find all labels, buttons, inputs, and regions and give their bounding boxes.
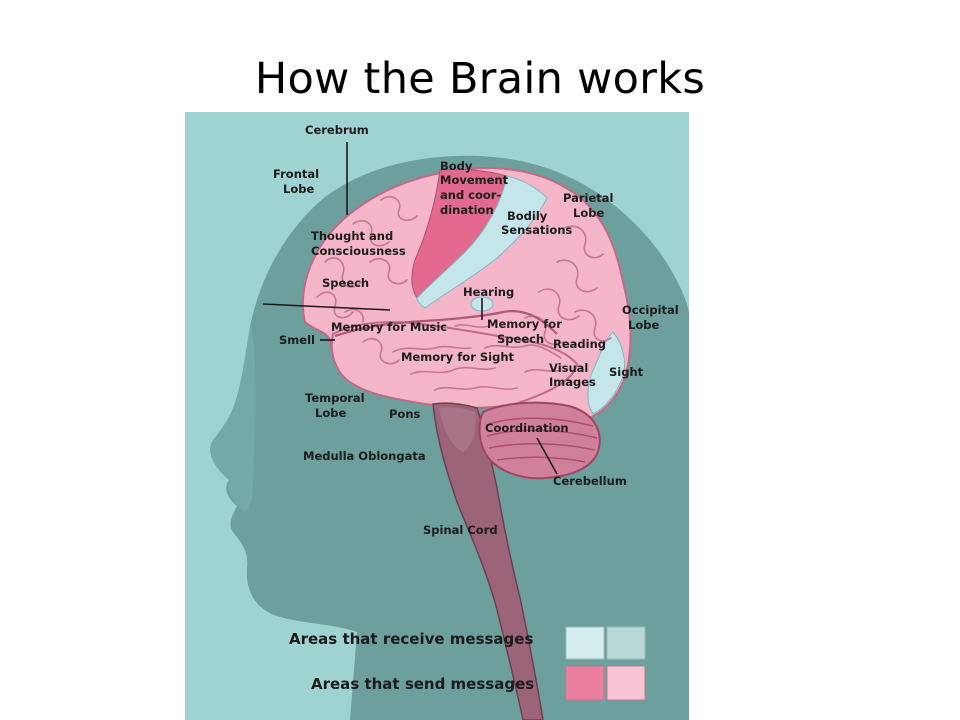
face-shade (210, 322, 256, 512)
label-hearing: Hearing (463, 285, 514, 299)
legend-receive-swatch-1 (565, 626, 605, 660)
label-temporal-lobe-1: Temporal (305, 391, 365, 405)
brain-diagram: Cerebrum Frontal Lobe Body Movement and … (185, 112, 689, 720)
label-visual-images-2: Images (549, 375, 596, 389)
legend-send-swatch-1 (565, 665, 605, 701)
legend: Areas that receive messages Areas that s… (289, 626, 646, 701)
brain-illustration: Cerebrum Frontal Lobe Body Movement and … (210, 123, 689, 720)
label-body-movement-3: and coor- (440, 188, 501, 202)
label-occipital-lobe-2: Lobe (628, 318, 659, 332)
label-bodily-sensations-1: Bodily (507, 209, 548, 223)
cerebellum-folia (486, 417, 598, 463)
legend-receive-label: Areas that receive messages (289, 630, 533, 648)
frontal-horizontal-line (262, 303, 391, 311)
label-cerebellum: Cerebellum (553, 474, 627, 488)
label-sight: Sight (609, 365, 644, 379)
label-memory-music: Memory for Music (331, 320, 447, 334)
cerebellum-leader (536, 437, 558, 475)
label-thought-2: Consciousness (311, 244, 406, 258)
label-medulla: Medulla Oblongata (303, 449, 426, 463)
label-frontal-lobe-2: Lobe (283, 182, 314, 196)
pons-highlight (439, 407, 476, 452)
label-memory-sight: Memory for Sight (401, 350, 515, 364)
label-parietal-lobe-1: Parietal (563, 191, 614, 205)
label-body-movement-2: Movement (440, 173, 509, 187)
label-parietal-lobe-2: Lobe (573, 206, 604, 220)
slide-title: How the Brain works (254, 54, 706, 104)
label-speech: Speech (322, 276, 369, 290)
lateral-fissure (334, 310, 558, 338)
label-visual-images-1: Visual (549, 361, 588, 375)
label-cerebrum: Cerebrum (305, 123, 369, 137)
label-frontal-lobe-1: Frontal (273, 167, 319, 181)
label-reading: Reading (553, 337, 606, 351)
label-smell: Smell (279, 333, 315, 347)
legend-send-swatch-2 (606, 665, 646, 701)
legend-send-label: Areas that send messages (311, 675, 534, 693)
label-pons: Pons (389, 407, 421, 421)
temporal-lobe-shape (330, 321, 579, 409)
label-body-movement-1: Body (440, 159, 473, 173)
cerebellum-shape (478, 401, 601, 480)
label-thought-1: Thought and (311, 229, 393, 243)
label-body-movement-4: dination (440, 203, 494, 217)
label-occipital-lobe-1: Occipital (622, 303, 679, 317)
label-coordination: Coordination (485, 421, 569, 435)
legend-receive-swatch-2 (606, 626, 646, 660)
label-temporal-lobe-2: Lobe (315, 406, 346, 420)
visual-cortex (587, 331, 626, 415)
sensory-strip (416, 175, 548, 309)
label-bodily-sensations-2: Sensations (501, 223, 572, 237)
label-spinal-cord: Spinal Cord (423, 523, 498, 537)
label-memory-speech-2: Speech (497, 332, 544, 346)
label-memory-speech-1: Memory for (487, 317, 562, 331)
